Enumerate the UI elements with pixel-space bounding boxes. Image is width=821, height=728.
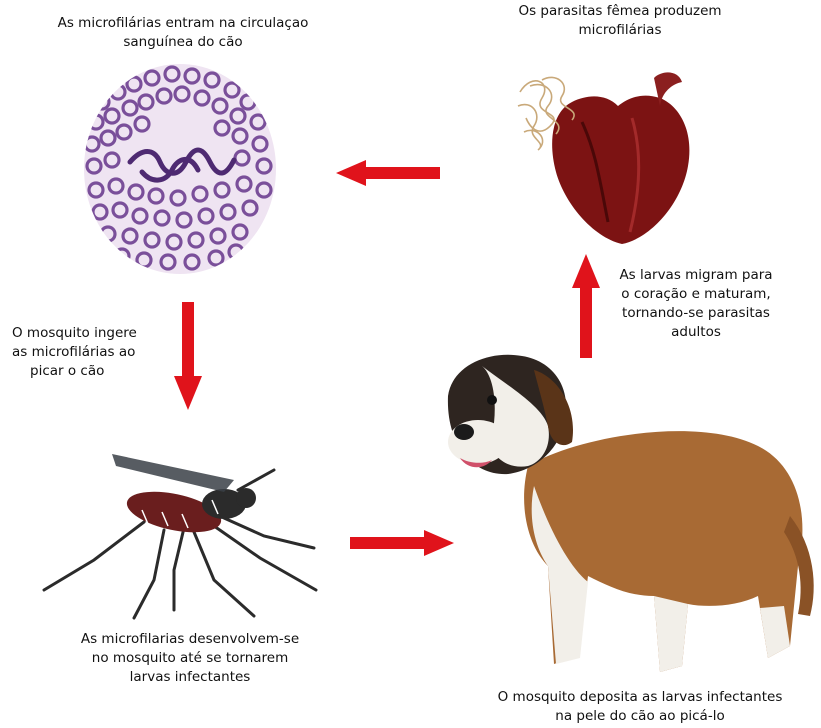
caption-line: no mosquito até se tornarem (40, 649, 340, 668)
caption-line: O mosquito ingere (12, 324, 182, 343)
blood-smear-icon (82, 62, 278, 276)
caption-line: sanguínea do cão (18, 33, 348, 52)
develop-stage-caption: As microfilarias desenvolvem-se no mosqu… (40, 630, 340, 687)
caption-line: As microfilárias entram na circulaçao (18, 14, 348, 33)
mosquito-image (24, 440, 324, 620)
arrow-blood-to-mosquito (172, 302, 204, 410)
arrow-dog-to-heart (570, 254, 602, 358)
heart-stage-caption: Os parasitas fêmea produzem microfilária… (500, 2, 740, 40)
migrate-stage-caption: As larvas migram para o coração e matura… (596, 266, 796, 342)
caption-line: larvas infectantes (40, 668, 340, 687)
caption-line: o coração e maturam, (596, 285, 796, 304)
caption-line: adultos (596, 323, 796, 342)
caption-line: As microfilarias desenvolvem-se (40, 630, 340, 649)
arrow-left-icon (336, 158, 440, 188)
ingest-stage-caption: O mosquito ingere as microfilárias ao pi… (12, 324, 182, 381)
caption-line: Os parasitas fêmea produzem (500, 2, 740, 21)
deposit-stage-caption: O mosquito deposita as larvas infectante… (462, 688, 818, 726)
arrow-heart-to-blood (336, 158, 440, 188)
caption-line: O mosquito deposita as larvas infectante… (462, 688, 818, 707)
heart-with-worms-icon (512, 62, 702, 252)
caption-line: tornando-se parasitas (596, 304, 796, 323)
arrow-up-icon (570, 254, 602, 358)
arrow-down-icon (172, 302, 204, 410)
dog-image (438, 346, 818, 686)
caption-line: as microfilárias ao (12, 343, 182, 362)
caption-line: picar o cão (12, 362, 182, 381)
blood-stage-caption: As microfilárias entram na circulaçao sa… (18, 14, 348, 52)
caption-line: As larvas migram para (596, 266, 796, 285)
heart-image (512, 62, 702, 252)
blood-smear-image (82, 62, 278, 276)
caption-line: microfilárias (500, 21, 740, 40)
caption-line: na pele do cão ao picá-lo (462, 707, 818, 726)
mosquito-icon (24, 440, 324, 620)
saint-bernard-dog-icon (438, 346, 818, 686)
